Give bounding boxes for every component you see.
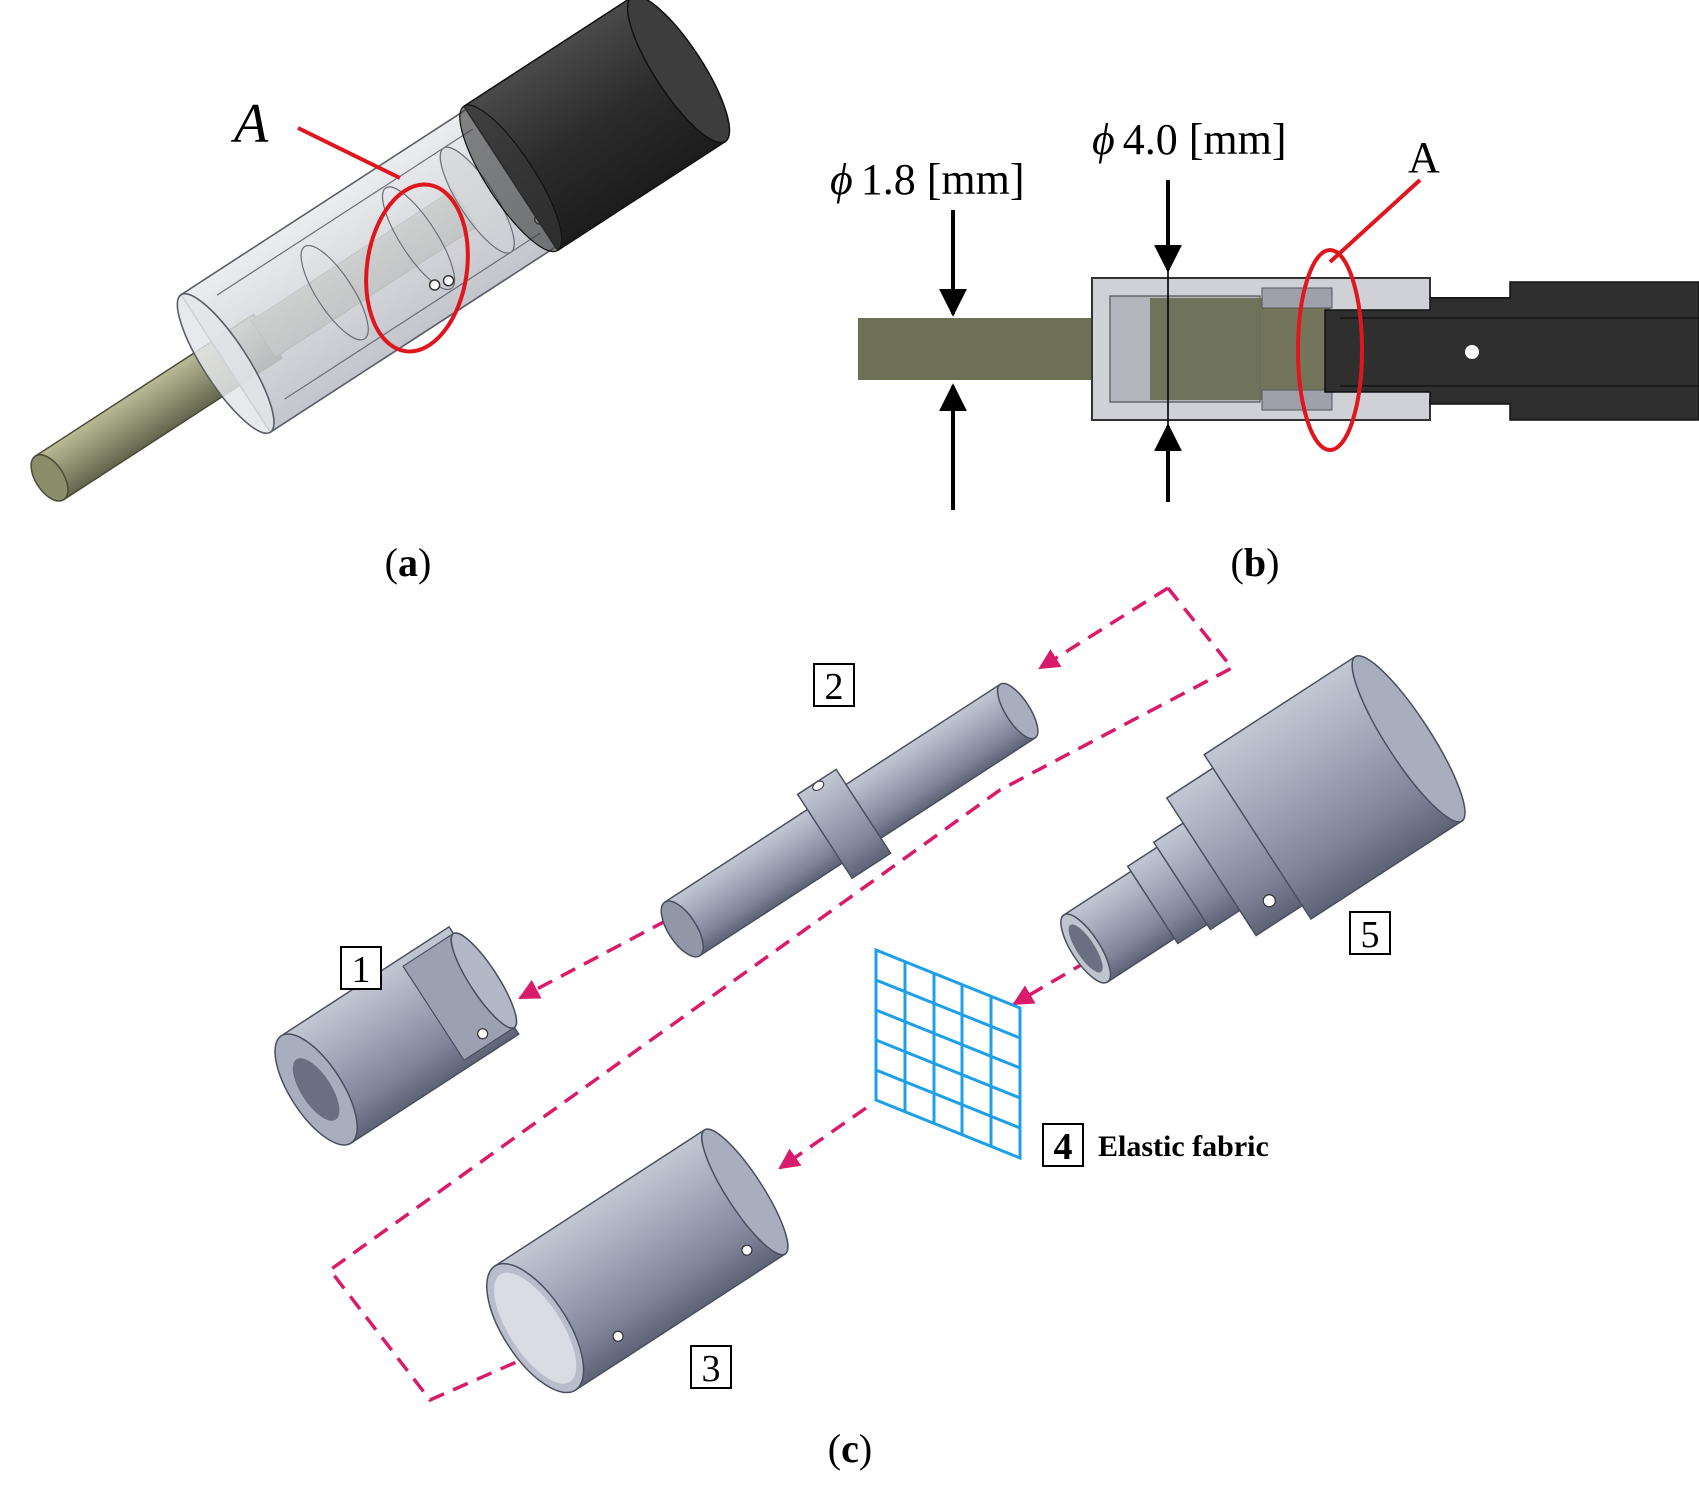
panel-a-isometric-view: A (a)	[30, 0, 731, 585]
shaft-section	[858, 318, 1130, 380]
panel-c-exploded-view: 1 2 3 4 Elastic fabric 5 (c)	[274, 586, 1466, 1471]
part-label-3: 3	[690, 1345, 732, 1390]
part-5-stepped-cylinder	[1060, 654, 1466, 984]
part-label-1: 1	[340, 946, 382, 991]
label-b-marker: A	[1408, 133, 1440, 182]
svg-text:3: 3	[702, 1348, 721, 1390]
caption-a: (a)	[385, 540, 432, 585]
part-4-elastic-fabric	[874, 947, 1022, 1161]
part-1-cylinder	[274, 925, 520, 1146]
svg-text:5: 5	[1361, 914, 1380, 956]
part-label-2: 2	[813, 663, 855, 708]
part-label-4: 4 Elastic fabric	[1042, 1123, 1269, 1168]
part-label-5: 5	[1349, 911, 1391, 956]
elastic-fabric-label: Elastic fabric	[1098, 1130, 1269, 1163]
label-a-marker: A	[230, 93, 269, 155]
caption-c: (c)	[828, 1426, 872, 1471]
svg-text:4: 4	[1054, 1126, 1073, 1168]
assembly-paths	[327, 586, 1235, 1403]
svg-text:1: 1	[352, 949, 371, 991]
part-2-shaft	[660, 682, 1039, 958]
svg-text:2: 2	[825, 666, 844, 708]
caption-b: (b)	[1231, 540, 1280, 585]
part-3-sleeve	[485, 1128, 789, 1394]
